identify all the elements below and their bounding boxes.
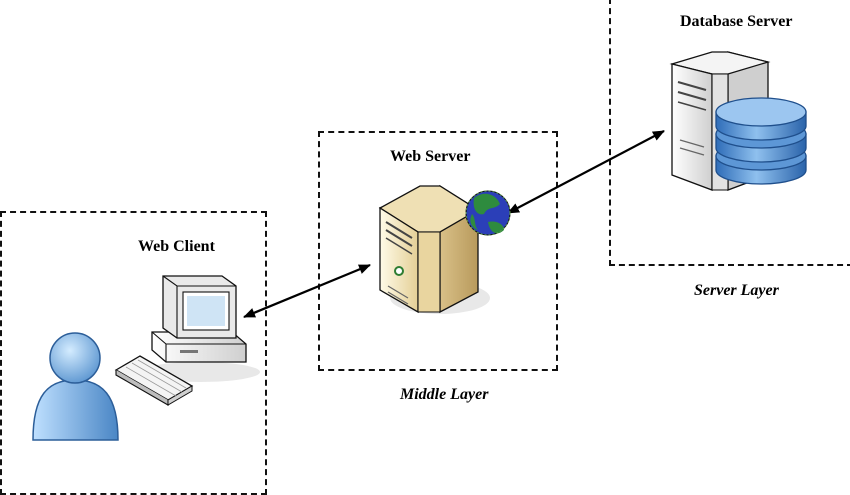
- web-server-box: [318, 131, 558, 371]
- keyboard-icon: [114, 355, 194, 406]
- globe-icon: [465, 190, 511, 236]
- client-server-arrow: [243, 263, 371, 319]
- web-server-tower-icon: [378, 184, 490, 314]
- database-cylinder-icon: [715, 97, 807, 185]
- web-server-title: Web Server: [390, 148, 471, 165]
- server-database-arrow: [507, 130, 665, 214]
- middle-layer-label: Middle Layer: [400, 386, 489, 403]
- database-server-title: Database Server: [680, 13, 793, 30]
- web-client-title: Web Client: [138, 238, 215, 255]
- server-layer-label: Server Layer: [694, 282, 779, 299]
- user-icon: [32, 332, 119, 441]
